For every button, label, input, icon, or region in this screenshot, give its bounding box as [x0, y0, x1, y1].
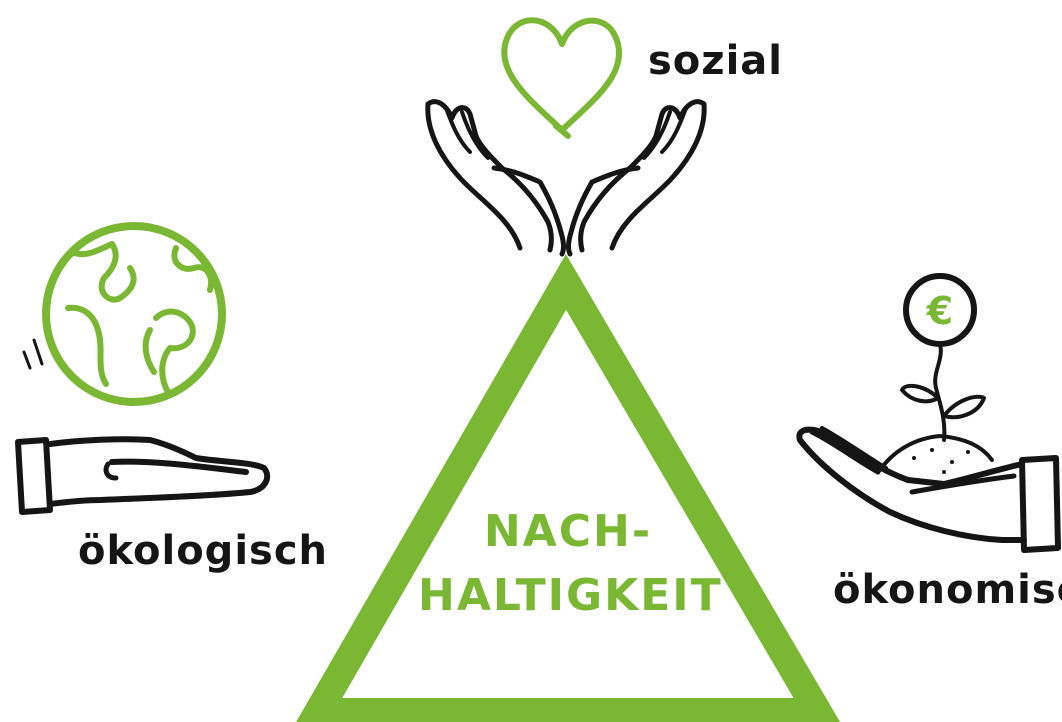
- label-sozial: sozial: [648, 38, 783, 84]
- hand-holding-globe-icon: [15, 222, 271, 515]
- label-oekologisch: ökologisch: [78, 528, 329, 574]
- hands-holding-heart-icon: [425, 17, 707, 257]
- center-title: NACH- HALTIGKEIT: [418, 500, 723, 628]
- hand-holding-coin-plant-icon: €: [796, 273, 1061, 553]
- heart-icon: [501, 17, 623, 139]
- euro-symbol: €: [926, 289, 953, 333]
- center-title-line2: HALTIGKEIT: [418, 570, 723, 621]
- label-oekonomisch: ökonomisch: [833, 567, 1062, 613]
- center-title-line1: NACH-: [483, 506, 653, 557]
- globe-icon: [42, 222, 226, 406]
- sustainability-triangle: [296, 254, 841, 722]
